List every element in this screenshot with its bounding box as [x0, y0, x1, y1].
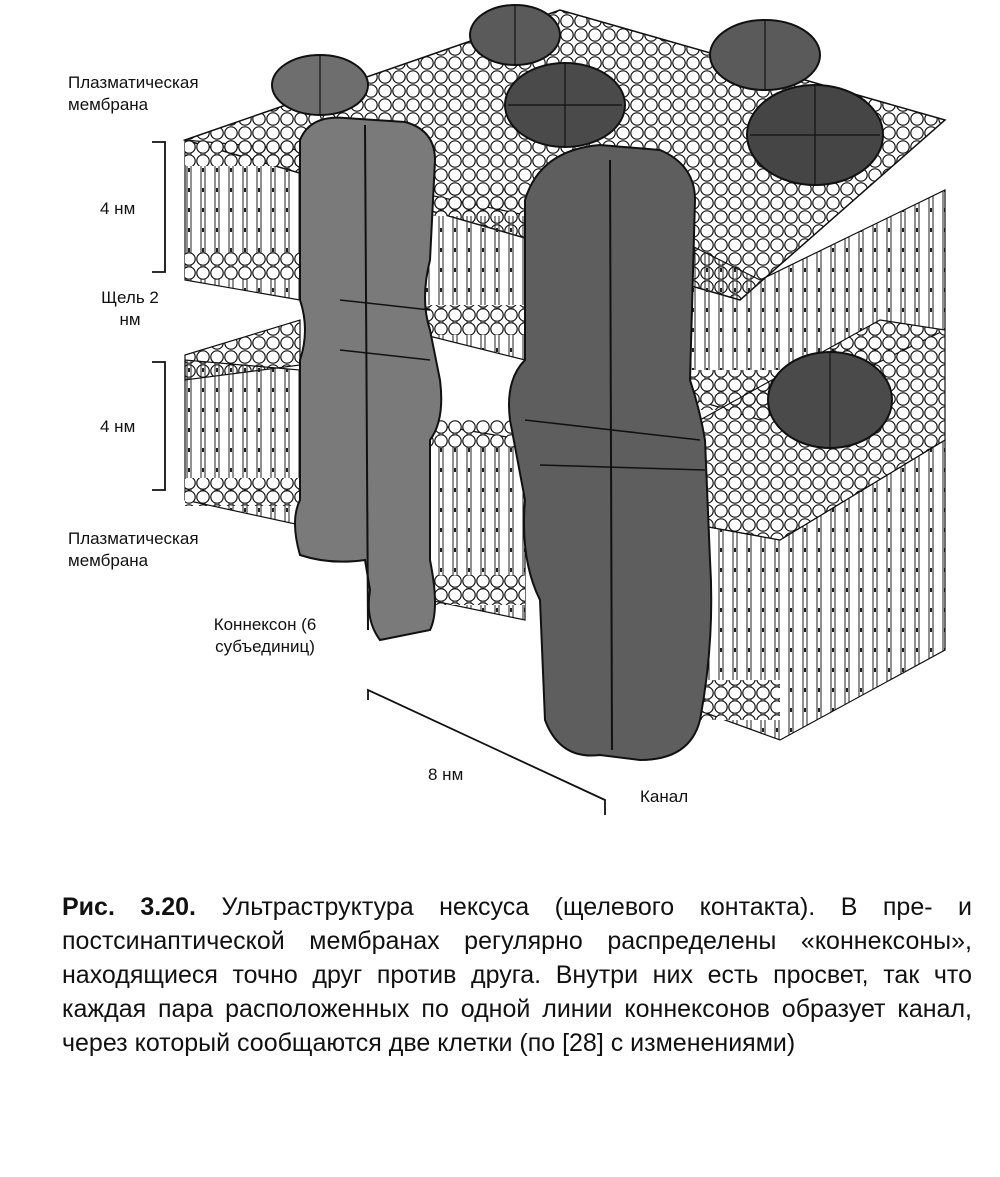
dimension-bracket-top [152, 141, 166, 273]
label-gap: Щель 2 нм [101, 288, 159, 329]
connexon-cap-5 [746, 84, 884, 186]
upper-membrane-bottom-heads-left [185, 252, 300, 280]
connexon-cap-2 [469, 4, 561, 66]
dimension-line-8nm [367, 688, 606, 815]
gap-junction-figure: Плазматическая мембрана 4 нм Щель 2 нм 4… [68, 4, 947, 815]
figure-number: Рис. 3.20. [62, 893, 196, 921]
label-membrane-bottom: Плазматическая мембрана [68, 529, 199, 570]
connexon-left [294, 116, 443, 642]
connexon-cap-1 [271, 54, 369, 116]
gap-junction-illustration [152, 4, 947, 815]
label-connexon: Коннексон (6 субъединиц) [213, 615, 317, 656]
connexon-cap-4 [709, 19, 821, 91]
figure-caption-text: Ультраструктура нексуса (щелевого контак… [62, 893, 972, 1057]
connexon-cap-6 [767, 351, 893, 449]
label-membrane-top: Плазматическая мембрана [68, 73, 199, 114]
label-thickness-top: 4 нм [100, 199, 136, 218]
lower-membrane-bottom-heads-left [185, 478, 300, 506]
label-channel: Канал [640, 787, 689, 806]
figure-caption: Рис. 3.20. Ультраструктура нексуса (щеле… [62, 890, 972, 1060]
connexon-right [508, 143, 713, 762]
connexon-cap-3 [504, 62, 626, 148]
upper-membrane-top-heads-left [185, 140, 300, 166]
dimension-bracket-bottom [152, 361, 166, 491]
label-thickness-bottom: 4 нм [100, 417, 136, 436]
label-width: 8 нм [428, 765, 464, 784]
connexon-left-body [294, 116, 443, 642]
